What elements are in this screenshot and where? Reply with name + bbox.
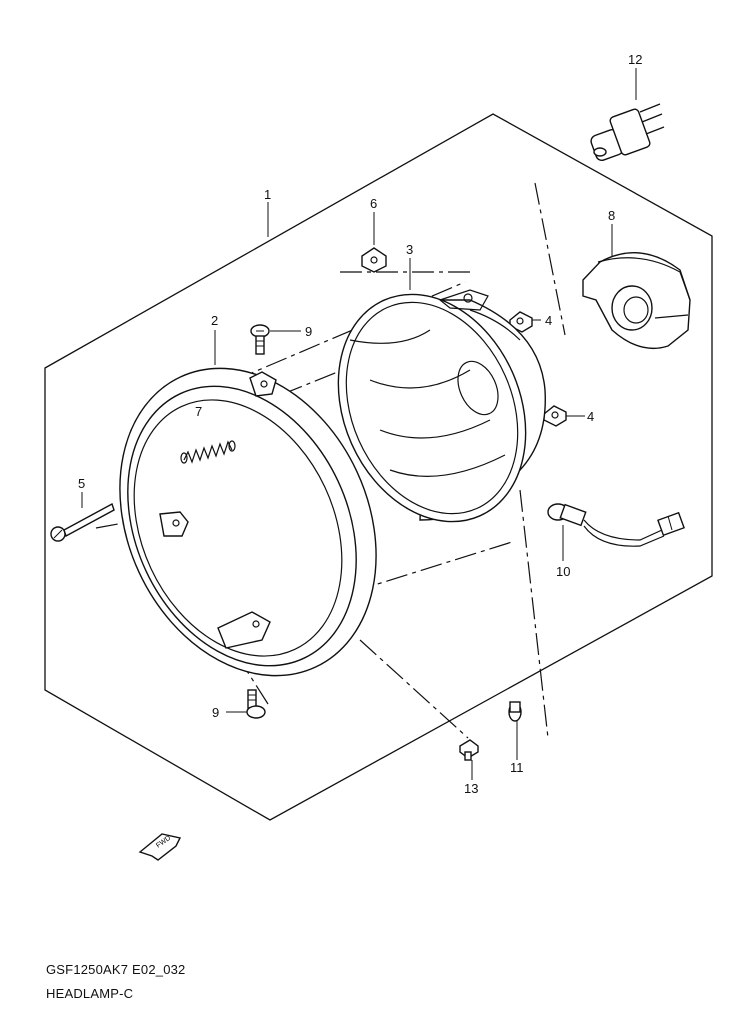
callout-4-upper: 4 xyxy=(545,313,552,328)
nut-part-6 xyxy=(361,247,387,273)
screw-part-9-upper xyxy=(250,324,270,355)
callout-13: 13 xyxy=(464,781,478,796)
callout-2: 2 xyxy=(211,313,218,328)
fwd-arrow: FWD xyxy=(138,833,182,861)
headlamp-bulb-part-12 xyxy=(590,103,665,162)
callout-5: 5 xyxy=(78,476,85,491)
callout-3: 3 xyxy=(406,242,413,257)
callout-10: 10 xyxy=(556,564,570,579)
headlamp-unit-part-3 xyxy=(337,289,546,523)
bulb-part-11 xyxy=(508,701,522,722)
assembly-name: HEADLAMP-C xyxy=(46,986,134,1001)
headlamp-housing-part-2 xyxy=(119,367,377,677)
model-code: GSF1250AK7 E02_032 xyxy=(46,962,186,977)
nut-part-4-lower xyxy=(543,405,567,427)
callout-6: 6 xyxy=(370,196,377,211)
dust-cover-part-8 xyxy=(582,252,691,350)
callout-1: 1 xyxy=(264,187,271,202)
socket-harness-part-10 xyxy=(547,503,685,547)
callout-8: 8 xyxy=(608,208,615,223)
screw-part-5 xyxy=(50,502,115,542)
callout-12: 12 xyxy=(628,52,642,67)
grommet-part-13 xyxy=(459,739,479,761)
spring-part-7 xyxy=(180,440,236,464)
callout-11: 11 xyxy=(510,760,524,775)
callout-9-lower: 9 xyxy=(212,705,219,720)
callout-numbers: 1 2 3 4 4 5 6 7 8 9 9 10 11 12 13 xyxy=(78,52,642,796)
callout-9-upper: 9 xyxy=(305,324,312,339)
callout-7: 7 xyxy=(195,404,202,419)
callout-4-lower: 4 xyxy=(587,409,594,424)
screw-part-9-lower xyxy=(246,689,266,719)
assembly-boundary xyxy=(44,113,713,821)
